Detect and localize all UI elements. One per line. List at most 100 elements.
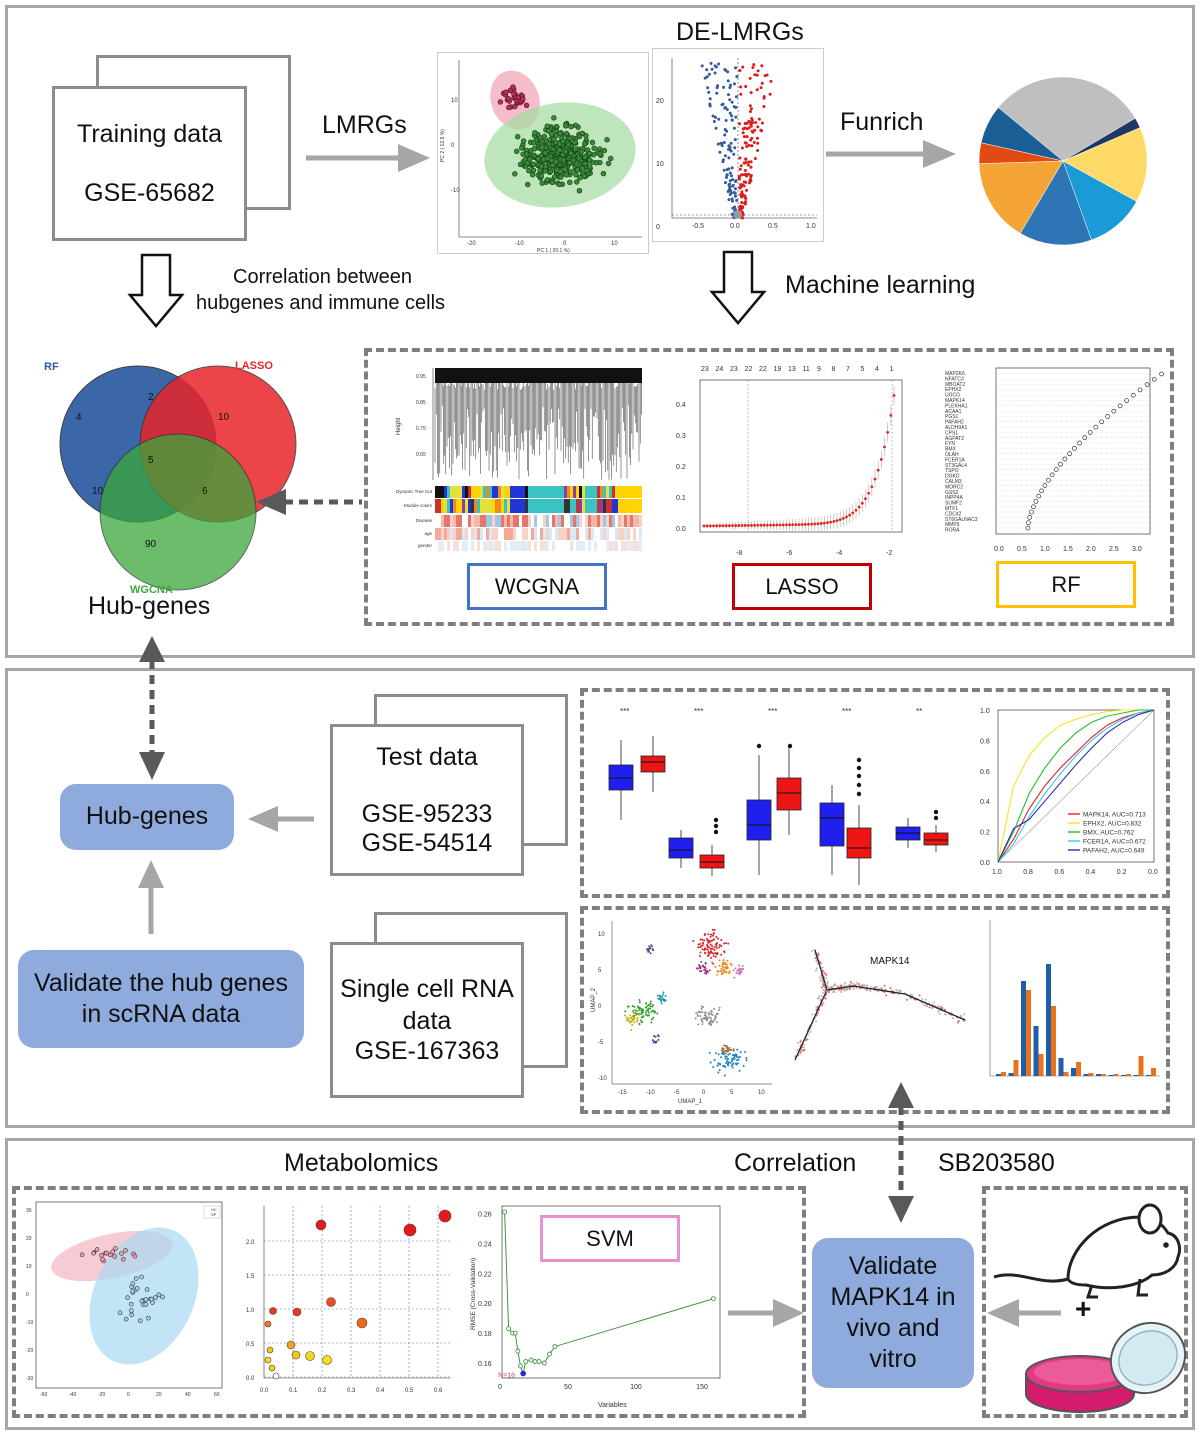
wgcna-track-cell bbox=[456, 541, 459, 551]
rf-gene-label: PLEKHA1 bbox=[945, 403, 968, 409]
rf-gene-label: AGPAT2 bbox=[945, 436, 964, 442]
wgcna-track-cell bbox=[516, 528, 519, 540]
bubble-point bbox=[315, 1219, 327, 1231]
rf-gene-label: NFATC3 bbox=[945, 376, 964, 382]
wgcna-track-cell bbox=[606, 528, 609, 540]
bubble-y-tick: 1.0 bbox=[246, 1308, 255, 1314]
volcano-point bbox=[728, 111, 732, 115]
correlation-line1: Correlation between bbox=[233, 266, 412, 288]
pca-point bbox=[541, 133, 548, 140]
umap-point bbox=[715, 1020, 718, 1023]
lasso-point bbox=[867, 491, 871, 495]
volcano-point bbox=[741, 131, 745, 135]
wgcna-track-cell bbox=[480, 528, 483, 540]
pca-point bbox=[538, 163, 545, 170]
trajectory-cell bbox=[889, 987, 892, 990]
trajectory-cell bbox=[939, 1006, 942, 1009]
wgcna-track-cell bbox=[522, 528, 525, 540]
wgcna-track-label: Module colors bbox=[404, 503, 433, 508]
pca-point bbox=[512, 171, 518, 177]
bubble-point bbox=[272, 1372, 280, 1380]
roc-y-tick: 0.8 bbox=[980, 738, 990, 745]
volcano-point bbox=[717, 62, 721, 66]
wgcna-track-cell bbox=[576, 515, 579, 527]
bubble-point bbox=[322, 1355, 332, 1365]
umap-point bbox=[718, 959, 721, 962]
wgcna-track-cell bbox=[558, 528, 561, 540]
umap-x-tick: 0 bbox=[702, 1090, 706, 1096]
metabolomics-label: Metabolomics bbox=[284, 1149, 439, 1177]
wgcna-track-cell bbox=[540, 528, 543, 540]
wgcna-track-cell bbox=[618, 486, 621, 498]
volcano-point bbox=[716, 142, 720, 146]
wgcna-track-cell bbox=[471, 486, 474, 498]
volcano-point bbox=[747, 143, 751, 147]
bottom-pca-point bbox=[156, 1292, 162, 1298]
wgcna-track-cell bbox=[465, 499, 468, 513]
wgcna-track-cell bbox=[513, 499, 516, 513]
roc-y-tick: 0.4 bbox=[980, 799, 990, 806]
wgcna-track-cell bbox=[630, 486, 633, 498]
umap-point bbox=[730, 1048, 733, 1051]
panel-top bbox=[5, 5, 1195, 658]
bottom-pca-point bbox=[129, 1312, 135, 1318]
umap-point bbox=[698, 966, 701, 969]
wgcna-track-cell bbox=[462, 541, 465, 551]
petri-dish-illustration bbox=[1025, 1321, 1187, 1413]
boxplot-outlier bbox=[856, 757, 862, 763]
rf-point bbox=[1039, 488, 1044, 494]
wgcna-track-cell bbox=[582, 486, 585, 498]
wgcna-track-cell bbox=[639, 528, 642, 540]
volcano-point bbox=[740, 173, 744, 177]
trajectory-cell bbox=[896, 989, 899, 992]
wgcna-track-label: Dynamic Tree Cut bbox=[396, 489, 433, 494]
trajectory-cell bbox=[822, 992, 825, 995]
rf-point bbox=[1144, 382, 1150, 387]
volcano-point bbox=[768, 92, 772, 96]
umap-point bbox=[718, 964, 721, 967]
volcano-point bbox=[734, 115, 738, 119]
pca-point bbox=[567, 160, 573, 166]
trajectory-cell bbox=[960, 1015, 963, 1018]
bottom-pca-point bbox=[110, 1249, 115, 1255]
umap-point bbox=[701, 944, 704, 947]
boxplot-outlier bbox=[713, 817, 719, 823]
boxplot-box bbox=[640, 755, 666, 773]
wgcna-track-cell bbox=[558, 541, 561, 551]
svm-point bbox=[520, 1370, 526, 1377]
pca-point bbox=[572, 146, 579, 152]
trajectory-cell bbox=[799, 1052, 802, 1055]
volcano-point bbox=[769, 79, 773, 83]
bars-bar-orange bbox=[1063, 1072, 1069, 1076]
umap-point bbox=[710, 933, 713, 936]
wgcna-track-cell bbox=[447, 499, 450, 513]
panel-middle bbox=[5, 668, 1195, 1128]
umap-point bbox=[714, 955, 717, 958]
pca-point bbox=[512, 103, 518, 110]
wgcna-track-cell bbox=[516, 515, 519, 527]
rf-gene-label: PAFAH2 bbox=[945, 420, 964, 426]
wgcna-track-cell bbox=[531, 486, 534, 498]
wgcna-track-cell bbox=[573, 528, 576, 540]
lasso-top-tick: 5 bbox=[861, 366, 865, 373]
volcano-point bbox=[707, 90, 711, 94]
lasso-point bbox=[765, 523, 769, 527]
trajectory-cell bbox=[825, 988, 828, 991]
panel-bottom bbox=[5, 1138, 1195, 1430]
lasso-y-tick: 0.0 bbox=[676, 526, 686, 533]
umap-point bbox=[645, 1002, 648, 1005]
volcano-point bbox=[733, 194, 737, 198]
volcano-point bbox=[726, 70, 730, 74]
volcano-x-tick: -0.5 bbox=[692, 223, 704, 230]
wgcna-track-cell bbox=[468, 486, 471, 498]
volcano-point bbox=[721, 102, 725, 106]
lasso-top-tick: 22 bbox=[759, 366, 767, 373]
trajectory-cell bbox=[818, 976, 821, 979]
umap-y-label: UMAP_2 bbox=[591, 987, 597, 1012]
pca-point bbox=[582, 141, 588, 147]
lasso-point bbox=[762, 523, 766, 527]
umap-point bbox=[720, 945, 723, 948]
wgcna-track-cell bbox=[498, 528, 501, 540]
wgcna-track-cell bbox=[522, 486, 525, 498]
